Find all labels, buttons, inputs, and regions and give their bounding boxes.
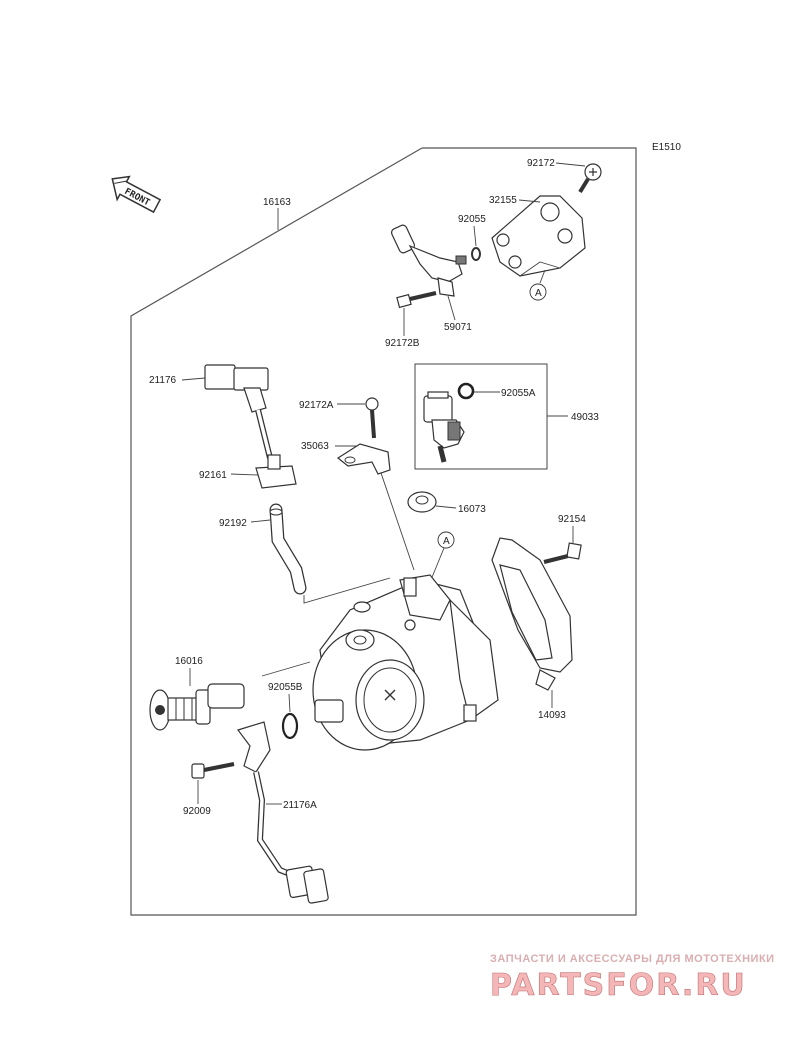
callout-a-mid: A (443, 536, 450, 547)
sensor-harness-21176 (204, 364, 273, 459)
label-16016: 16016 (175, 656, 203, 667)
throttle-body (312, 574, 499, 751)
screw-92172 (578, 163, 602, 194)
label-16073: 16073 (458, 504, 486, 515)
grommet-92161 (255, 454, 297, 489)
hose-92192 (269, 503, 307, 595)
sensor-49033 (423, 391, 465, 463)
label-35063: 35063 (301, 441, 329, 452)
label-21176: 21176 (149, 375, 177, 386)
screw-92009 (191, 762, 235, 779)
callout-a-top: A (535, 288, 542, 299)
sensor-harness-21176a (237, 721, 329, 904)
bracket-35063 (336, 443, 391, 475)
label-59071: 59071 (444, 322, 472, 333)
bracket-32155 (491, 195, 586, 277)
label-92055: 92055 (458, 214, 486, 225)
label-92154: 92154 (558, 514, 586, 525)
diagram-code: E1510 (652, 142, 681, 153)
subassembly-box-49033 (414, 363, 548, 470)
label-92055b: 92055B (268, 682, 303, 693)
label-92172b: 92172B (385, 338, 420, 349)
cover-14093 (491, 537, 573, 691)
assembly-frame (130, 147, 637, 916)
bolt-92172a (365, 397, 379, 439)
label-92172: 92172 (527, 158, 555, 169)
watermark-tagline: ЗАПЧАСТИ И АКСЕССУАРЫ ДЛЯ МОТОТЕХНИКИ (490, 953, 775, 965)
front-arrow-icon: FRONT (111, 175, 162, 214)
label-92192: 92192 (219, 518, 247, 529)
label-16163: 16163 (263, 197, 291, 208)
label-92055a: 92055A (501, 388, 536, 399)
bolt-92154 (543, 542, 582, 564)
grommet-16073 (407, 491, 437, 513)
label-92009: 92009 (183, 806, 211, 817)
valve-16016 (149, 683, 245, 731)
label-21176a: 21176A (283, 800, 317, 811)
watermark-brand: PARTSFOR.RU (490, 968, 747, 1003)
label-49033: 49033 (571, 412, 599, 423)
sensor-59071 (390, 224, 467, 297)
bolt-92172b (396, 291, 437, 309)
label-92161: 92161 (199, 470, 227, 481)
label-14093: 14093 (538, 710, 566, 721)
label-32155: 32155 (489, 195, 517, 206)
label-92172a: 92172A (299, 400, 334, 411)
